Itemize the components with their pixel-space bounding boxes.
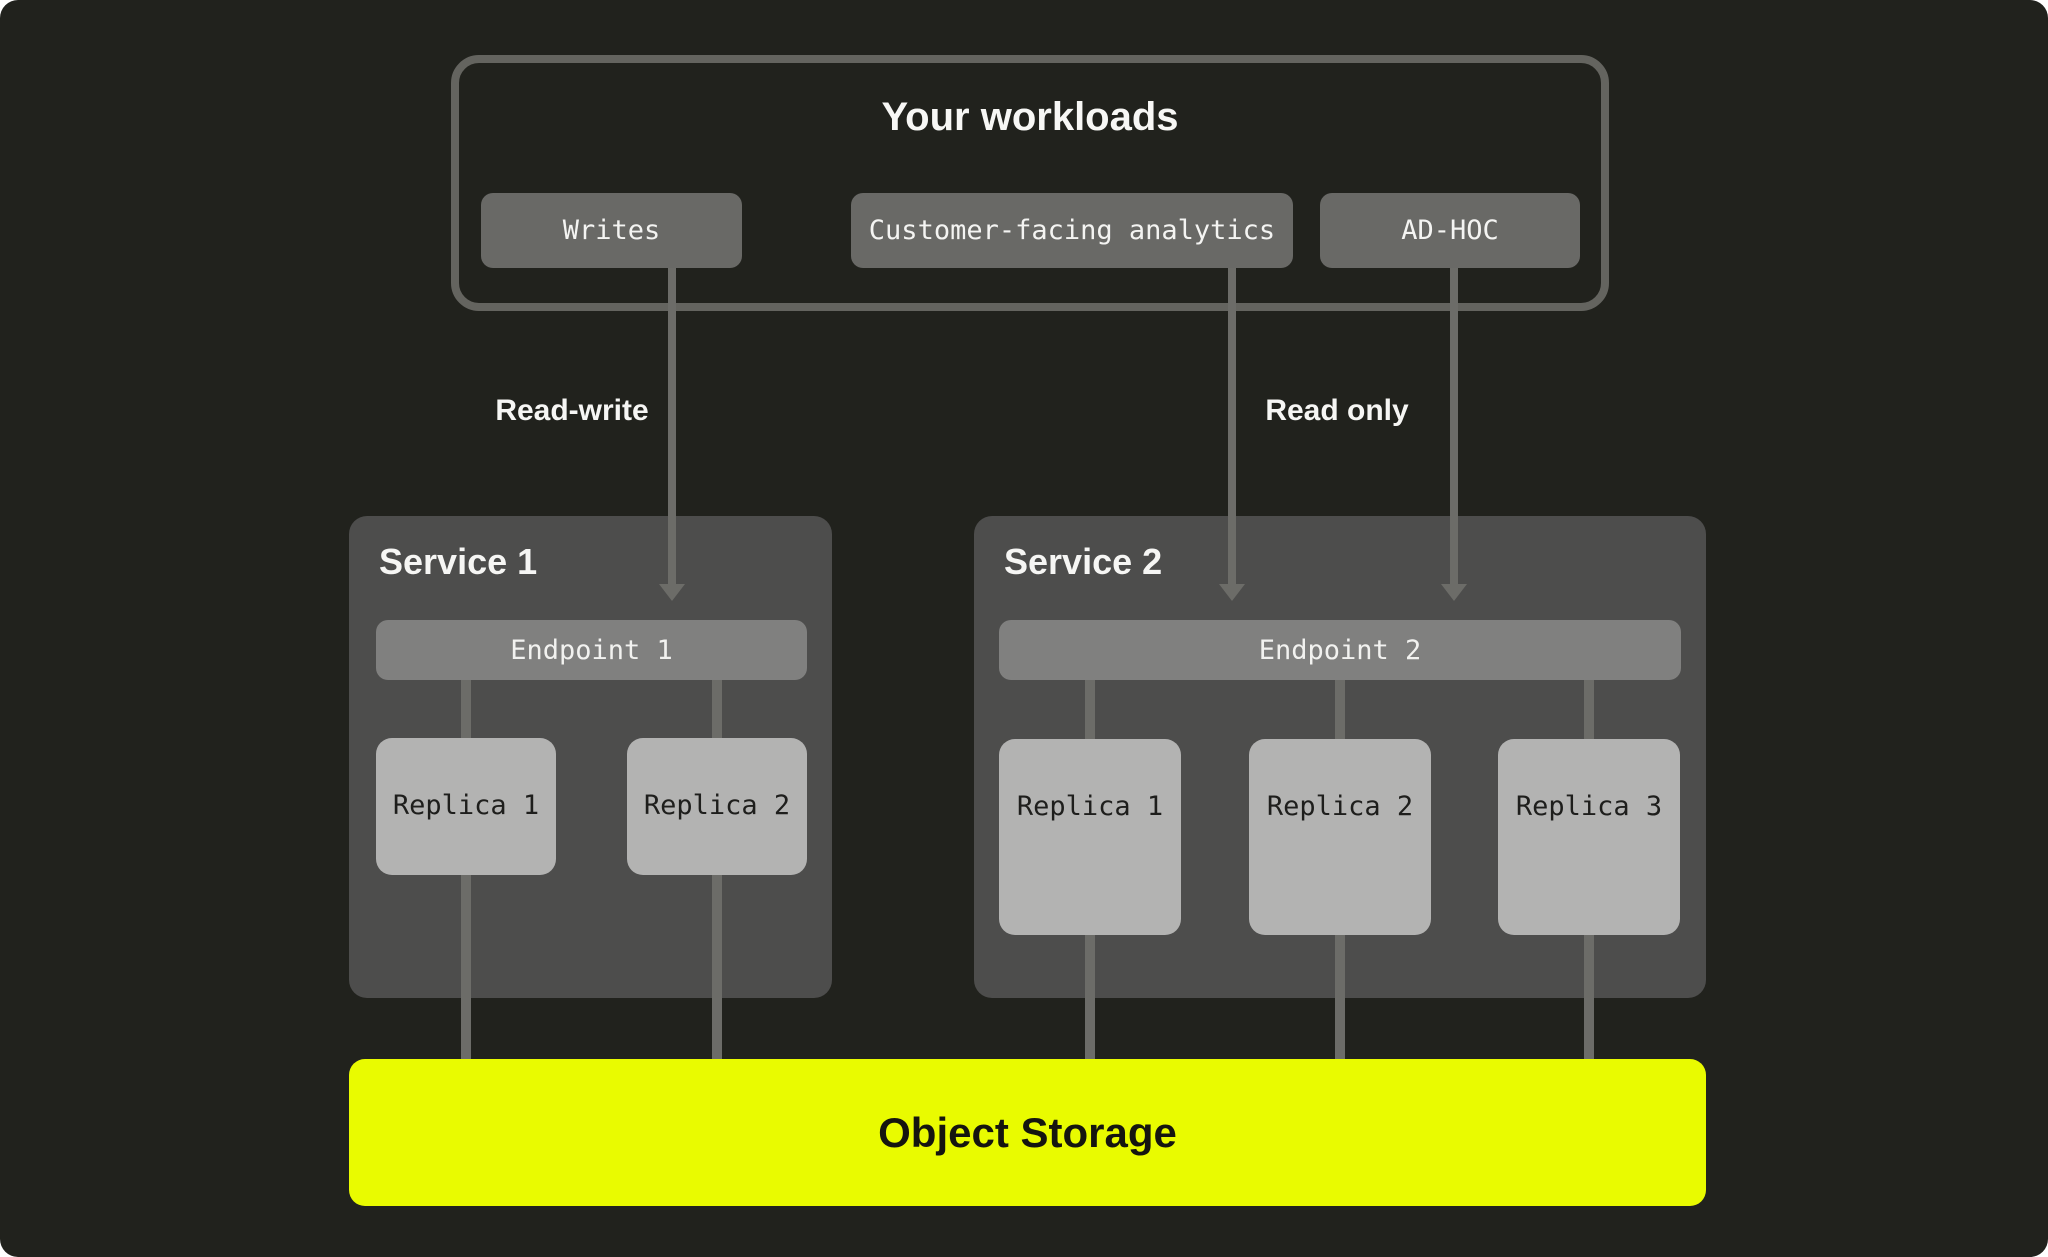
read-only-label: Read only [1265, 394, 1409, 427]
service-2-group: Service 2 Endpoint 2 Replica 1 Replica 2… [974, 516, 1706, 1059]
service-2-replica-2-node: Replica 2 [1249, 739, 1431, 935]
read-only-arrow-line-2 [1450, 268, 1458, 585]
service-2-replica-1-label: Replica 1 [1016, 791, 1164, 822]
service-1-replica-1-node: Replica 1 [376, 738, 556, 875]
workload-node-ad-hoc: AD-HOC [1320, 193, 1580, 268]
workload-node-customer-facing-analytics: Customer-facing analytics [851, 193, 1293, 268]
endpoint-1-label: Endpoint 1 [510, 634, 673, 666]
read-write-arrow-line [668, 268, 676, 585]
service-2-replica-3-label: Replica 3 [1515, 791, 1663, 822]
workload-node-ad-hoc-label: AD-HOC [1401, 215, 1499, 246]
service-2-title: Service 2 [1004, 541, 1163, 582]
service-1-title: Service 1 [379, 541, 538, 582]
read-write-label: Read-write [495, 394, 649, 427]
endpoint-2-node: Endpoint 2 [999, 620, 1681, 680]
workload-node-customer-facing-analytics-label: Customer-facing analytics [868, 215, 1276, 246]
service-1-replica-2-label: Replica 2 [643, 790, 791, 821]
read-only-arrowhead-1-icon [1219, 584, 1245, 601]
read-only-arrow-line-1 [1228, 268, 1236, 585]
service-1-replica-2-node: Replica 2 [627, 738, 807, 875]
read-write-arrowhead-icon [659, 584, 685, 601]
read-only-arrowhead-2-icon [1441, 584, 1467, 601]
service-2-replica-1-node: Replica 1 [999, 739, 1181, 935]
service-2-replica-2-label: Replica 2 [1266, 791, 1414, 822]
object-storage-node: Object Storage [349, 1059, 1706, 1206]
service-1-group: Service 1 Endpoint 1 Replica 1 Replica 2 [349, 516, 832, 1059]
service-1-replica-1-label: Replica 1 [392, 790, 540, 821]
service-2-replica-3-node: Replica 3 [1498, 739, 1680, 935]
workload-node-writes-label: Writes [562, 215, 661, 246]
your-workloads-title: Your workloads [881, 95, 1179, 139]
your-workloads-group: Your workloads Writes Customer-facing an… [451, 55, 1609, 311]
workload-node-writes: Writes [481, 193, 742, 268]
endpoint-2-label: Endpoint 2 [1258, 634, 1422, 666]
object-storage-label: Object Storage [878, 1108, 1177, 1156]
endpoint-1-node: Endpoint 1 [376, 620, 807, 680]
